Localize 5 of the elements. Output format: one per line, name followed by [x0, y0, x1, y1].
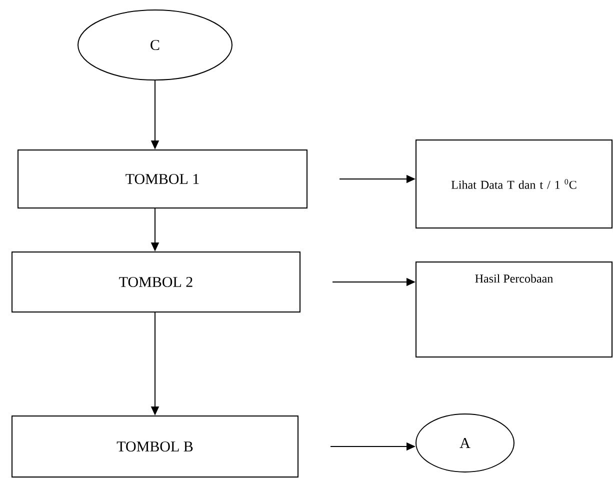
process-box: TOMBOL 1 — [18, 150, 308, 208]
process-box: TOMBOL 2 — [12, 252, 300, 312]
process-box: Lihat Data T dan t / 1 $^{0}$C — [416, 140, 612, 228]
process-box: TOMBOL B — [12, 416, 298, 478]
process-box: Hasil Percobaan — [416, 262, 612, 358]
